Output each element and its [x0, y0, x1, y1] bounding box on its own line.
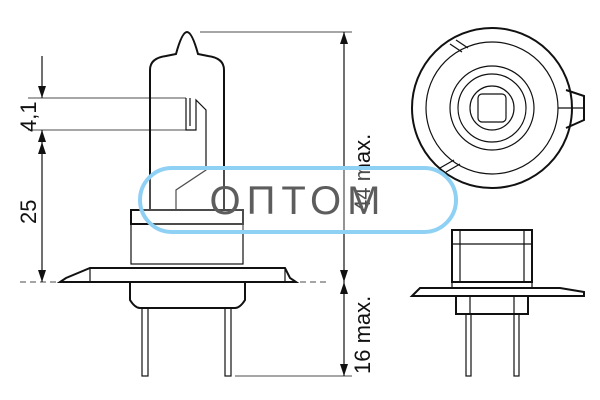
pin-right	[224, 307, 232, 377]
watermark: ОПТОМ	[138, 166, 458, 234]
bulb-side-view	[20, 30, 352, 377]
bulb-rotated-view	[409, 229, 585, 377]
pin-left	[141, 307, 149, 377]
dim-base-length: 16 max.	[350, 296, 375, 374]
watermark-frame	[138, 166, 458, 234]
glass-bulb	[149, 30, 225, 210]
watermark-text: ОПТОМ	[210, 179, 387, 223]
dim-total-length: 44 max.	[350, 134, 375, 212]
bulb-top-view	[411, 27, 585, 189]
dim-filament-offset: 4,1	[16, 101, 41, 132]
left-dimensions: 4,1 25	[16, 56, 186, 282]
dim-filament-height: 25	[16, 200, 41, 224]
right-dimensions: 44 max. 16 max.	[340, 32, 375, 376]
filament	[175, 98, 207, 210]
mounting-flange	[56, 267, 300, 283]
